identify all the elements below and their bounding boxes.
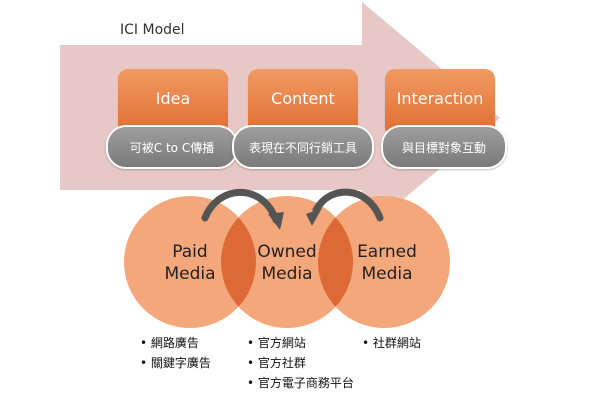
owned-media-line1: Owned — [257, 242, 317, 262]
owned-media-label: Owned Media — [232, 241, 342, 285]
list-item: 網路廣告 — [140, 333, 211, 353]
curved-arrow-right — [312, 188, 384, 222]
earned-media-circle — [318, 196, 450, 328]
curved-arrow-left-head — [268, 212, 284, 230]
list-item: 官方網站 — [247, 333, 354, 353]
interaction-desc-pill: 與目標對象互動 — [381, 125, 507, 169]
paid-media-list: 網路廣告 關鍵字廣告 — [140, 333, 211, 373]
paid-media-line2: Media — [164, 264, 216, 284]
content-label: Content — [271, 89, 335, 108]
owned-media-list: 官方網站 官方社群 官方電子商務平台 — [247, 333, 354, 393]
earned-media-list: 社群網站 — [362, 333, 421, 353]
diagram-title: ICI Model — [120, 22, 185, 38]
paid-media-label: Paid Media — [135, 241, 245, 285]
interaction-label: Interaction — [396, 89, 484, 108]
list-item: 官方電子商務平台 — [247, 373, 354, 393]
idea-label: Idea — [155, 89, 191, 108]
content-desc-pill: 表現在不同行銷工具 — [232, 125, 374, 169]
list-item: 社群網站 — [362, 333, 421, 353]
paid-media-line1: Paid — [172, 242, 208, 262]
owned-media-circle — [221, 196, 353, 328]
curved-arrow-right-head — [306, 208, 322, 226]
paid-media-circle — [124, 196, 256, 328]
earned-media-line2: Media — [361, 264, 413, 284]
earned-media-line1: Earned — [357, 242, 417, 262]
owned-media-line2: Media — [261, 264, 313, 284]
curved-arrow-left — [201, 189, 280, 224]
list-item: 官方社群 — [247, 353, 354, 373]
idea-desc-pill: 可被C to C傳播 — [106, 125, 238, 169]
earned-media-label: Earned Media — [332, 241, 442, 285]
list-item: 關鍵字廣告 — [140, 353, 211, 373]
